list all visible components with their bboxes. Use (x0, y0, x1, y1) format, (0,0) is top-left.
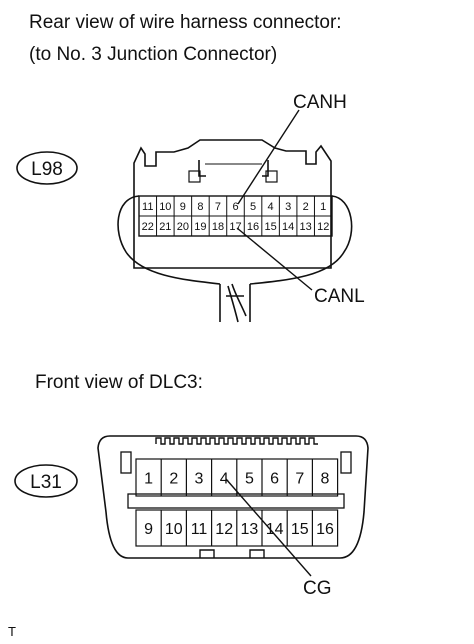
connector-l98-id: L98 (31, 159, 63, 180)
connector-l31-bottom-notch (199, 549, 265, 558)
connector-l98-pin-18: 18 (212, 221, 224, 233)
connector-l31-pin-5: 5 (245, 471, 254, 488)
connector-l98-pin-grid (139, 196, 332, 236)
cg-leader-line (225, 478, 312, 577)
connector-l31-key-right (340, 451, 352, 474)
connector-l98-pin-2: 2 (303, 201, 309, 213)
canl-callout: CANL (314, 286, 365, 307)
connector-l98-pin-19: 19 (194, 221, 206, 233)
connector-l31-key-left (120, 451, 132, 474)
connector-l98-pin-11: 11 (142, 201, 153, 213)
connector-l98-lock-detail (198, 160, 269, 177)
connector-l98-pin-10: 10 (159, 201, 171, 213)
connector-l98-pin-21: 21 (159, 221, 171, 233)
cg-callout: CG (303, 578, 332, 599)
connector-l98-pin-22: 22 (142, 221, 154, 233)
connector-l98-pin-12: 12 (317, 221, 329, 233)
connector-l98-key-right (265, 170, 278, 183)
connector-l98-harness-tube (219, 283, 251, 323)
connector-l31-pin-6: 6 (270, 471, 279, 488)
connector-l31-pin-10: 10 (165, 521, 183, 538)
connector-l98-pin-16: 16 (247, 221, 259, 233)
connector-l98-housing (133, 139, 332, 269)
connector-l31-pin-7: 7 (295, 471, 304, 488)
connector-l98-pin-15: 15 (264, 221, 276, 233)
connector-caption-title: Rear view of wire harness connector: (29, 12, 342, 33)
canh-callout: CANH (293, 92, 347, 113)
connector-l31-pin-9: 9 (144, 521, 153, 538)
connector-l98-harness-loop (117, 195, 353, 285)
connector-l31-pin-11: 11 (191, 521, 208, 538)
connector-l31-pin-3: 3 (195, 471, 204, 488)
connector-l98 (16, 139, 353, 323)
canh-leader-line (237, 109, 300, 205)
connector-l31-housing (97, 435, 369, 559)
connector-l31-center-bar (127, 493, 345, 509)
connector-l31-pin-14: 14 (266, 521, 284, 538)
connector-l98-pin-6: 6 (232, 201, 238, 213)
connector-l31-pin-15: 15 (291, 521, 309, 538)
connector-l31-label-ellipse (14, 464, 78, 498)
connector-l31-id: L31 (30, 472, 62, 493)
connector-l98-pin-4: 4 (268, 201, 274, 213)
dlc3-caption-title: Front view of DLC3: (35, 372, 203, 393)
connector-l31-pin-12: 12 (215, 521, 233, 538)
connector-caption-subtitle: (to No. 3 Junction Connector) (29, 44, 278, 65)
connector-l31-bottom-row: 9 10 11 12 13 14 15 16 (144, 521, 334, 538)
connector-l98-pin-13: 13 (300, 221, 312, 233)
footer-mark: T (8, 624, 16, 639)
connector-l31-pin-16: 16 (316, 521, 334, 538)
connector-l31-pin-2: 2 (169, 471, 178, 488)
connector-l98-pin-9: 9 (180, 201, 186, 213)
connector-l31-pin-4: 4 (220, 471, 229, 488)
connector-l98-pin-8: 8 (197, 201, 203, 213)
connector-l98-pin-5: 5 (250, 201, 256, 213)
connector-l98-pin-14: 14 (282, 221, 294, 233)
connector-l98-key-left (188, 170, 201, 183)
connector-l98-pin-1: 1 (320, 201, 326, 213)
connector-l31 (14, 435, 369, 559)
connector-l98-pin-3: 3 (285, 201, 291, 213)
connector-l31-pin-grid (135, 458, 339, 547)
connector-l31-pin-1: 1 (144, 471, 153, 488)
connector-l98-label-ellipse (16, 151, 78, 185)
connector-l98-pin-20: 20 (177, 221, 189, 233)
canl-leader-line (236, 227, 313, 291)
connector-l31-pin-8: 8 (321, 471, 330, 488)
connector-l31-pin-13: 13 (241, 521, 259, 538)
connector-l98-pin-7: 7 (215, 201, 221, 213)
connector-l31-top-ribbing (155, 437, 318, 445)
